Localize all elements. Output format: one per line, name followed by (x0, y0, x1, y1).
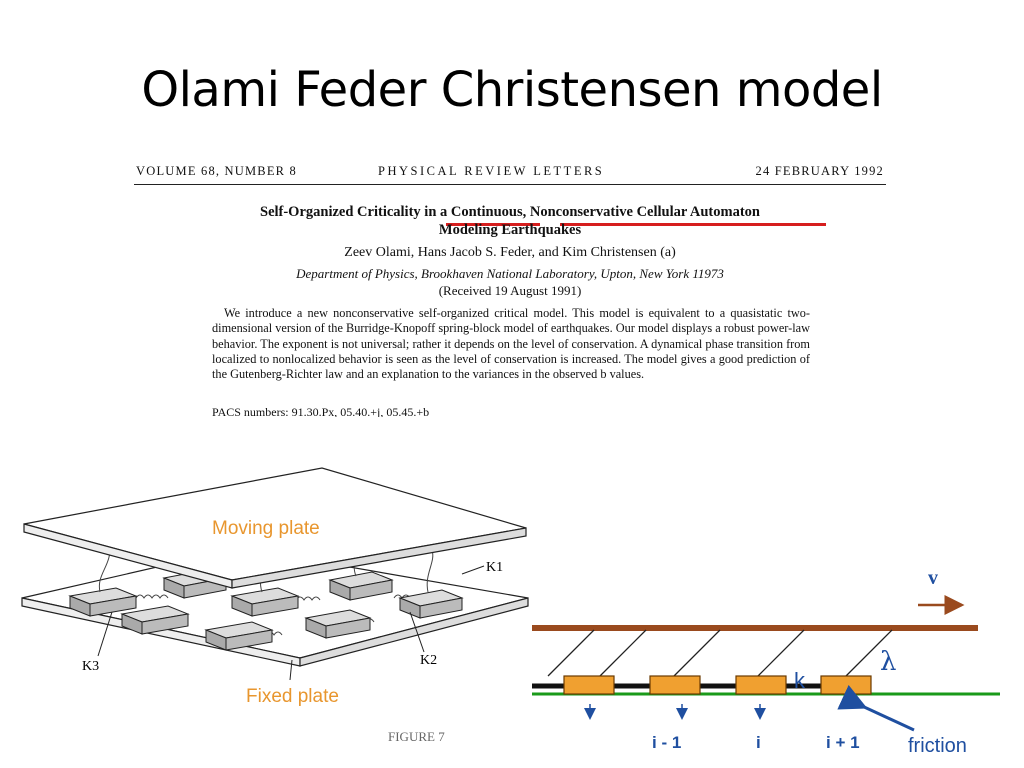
plate-block (328, 571, 394, 601)
chain-block-i (735, 675, 787, 695)
journal-volume: VOLUME 68, NUMBER 8 (136, 164, 297, 178)
plate-block (398, 589, 464, 619)
block-label-i: i (756, 733, 761, 752)
chain-block-i-plus-1 (820, 675, 872, 695)
journal-header: VOLUME 68, NUMBER 8 PHYSICAL REVIEW LETT… (134, 164, 886, 184)
slide-title: Olami Feder Christensen model (141, 62, 883, 118)
paper-affiliation: Department of Physics, Brookhaven Nation… (296, 266, 724, 281)
plate-block (68, 587, 138, 617)
journal-name: PHYSICAL REVIEW LETTERS (378, 164, 605, 178)
plate-block (204, 621, 274, 651)
journal-date: 24 FEBRUARY 1992 (755, 164, 884, 178)
moving-plate-label: Moving plate (212, 518, 320, 539)
chain-block-i-minus-1 (649, 675, 701, 695)
paper-title-line2: Modeling Earthquakes (438, 222, 582, 238)
underline-nonconservative (560, 223, 694, 226)
k1-label: K1 (486, 560, 503, 575)
paper-excerpt: VOLUME 68, NUMBER 8 PHYSICAL REVIEW LETT… (134, 160, 886, 418)
moving-plate (23, 467, 527, 589)
block-label-i-minus-1: i - 1 (652, 733, 681, 752)
k2-label: K2 (420, 653, 437, 668)
underline-continuous (446, 223, 540, 226)
k-label: k (794, 668, 806, 693)
k3-label: K3 (82, 659, 99, 674)
plate-block (304, 609, 372, 639)
plate-block (230, 587, 300, 617)
leaf-spring-lines (547, 629, 893, 677)
plates-figure: Moving plate Fixed plate K1 K2 K3 FIGURE… (21, 467, 529, 744)
lambda-label: λ (880, 647, 896, 677)
friction-label: friction (908, 735, 967, 757)
velocity-label: v (928, 567, 938, 589)
plate-block (120, 605, 190, 635)
chain-figure: v λ k friction i - 1 i i (532, 567, 1000, 757)
paper-received-date: (Received 19 August 1991) (438, 283, 582, 298)
fixed-plate-label: Fixed plate (246, 686, 339, 707)
friction-arrow (837, 684, 915, 732)
chain-block (563, 675, 615, 695)
force-arrows (584, 704, 766, 720)
paper-pacs: PACS numbers: 91.30.Px, 05.40.+j, 05.45.… (212, 405, 430, 417)
paper-authors: Zeev Olami, Hans Jacob S. Feder, and Kim… (344, 245, 676, 260)
underline-cellular-automaton (684, 223, 826, 226)
paper-title-line1: Self-Organized Criticality in a Continuo… (260, 204, 760, 220)
paper-abstract: We introduce a new nonconservative self-… (212, 306, 810, 382)
pointer-lines (97, 565, 485, 681)
header-rule (134, 184, 886, 185)
block-label-i-plus-1: i + 1 (826, 733, 860, 752)
figure-caption-fragment: FIGURE 7 (388, 729, 445, 744)
